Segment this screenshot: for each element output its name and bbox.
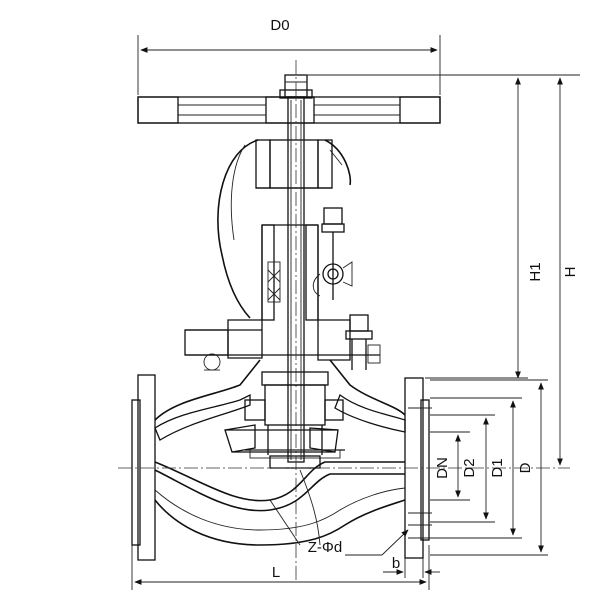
dim-dn-label: DN — [434, 457, 451, 479]
yoke — [217, 139, 352, 321]
valve-disc — [244, 371, 345, 469]
dim-h1-label: H1 — [527, 262, 544, 281]
dim-z-phi-d-label: Z-Φd — [308, 539, 342, 556]
dim-d0-label: D0 — [270, 17, 289, 34]
dim-h1 — [305, 74, 580, 379]
dim-d1 — [430, 397, 522, 539]
dim-d2 — [430, 414, 495, 523]
dim-d2-label: D2 — [461, 458, 478, 477]
valve-body — [131, 359, 430, 561]
dim-z-phi-d — [345, 529, 409, 556]
dim-d — [430, 379, 548, 556]
dim-l — [131, 545, 430, 590]
dim-dn — [430, 431, 470, 501]
handwheel — [137, 96, 441, 124]
dim-l-label: L — [272, 564, 280, 581]
gland-bolt — [312, 207, 353, 300]
dim-b — [383, 558, 440, 578]
bolt-holes — [408, 407, 432, 539]
dim-h-label: H — [562, 267, 579, 278]
stem — [287, 60, 305, 580]
dim-d-label: D — [517, 462, 534, 473]
bonnet-flange — [184, 314, 381, 371]
dim-d1-label: D1 — [489, 458, 506, 477]
dim-d0 — [137, 35, 441, 95]
dim-b-label: b — [392, 555, 400, 572]
